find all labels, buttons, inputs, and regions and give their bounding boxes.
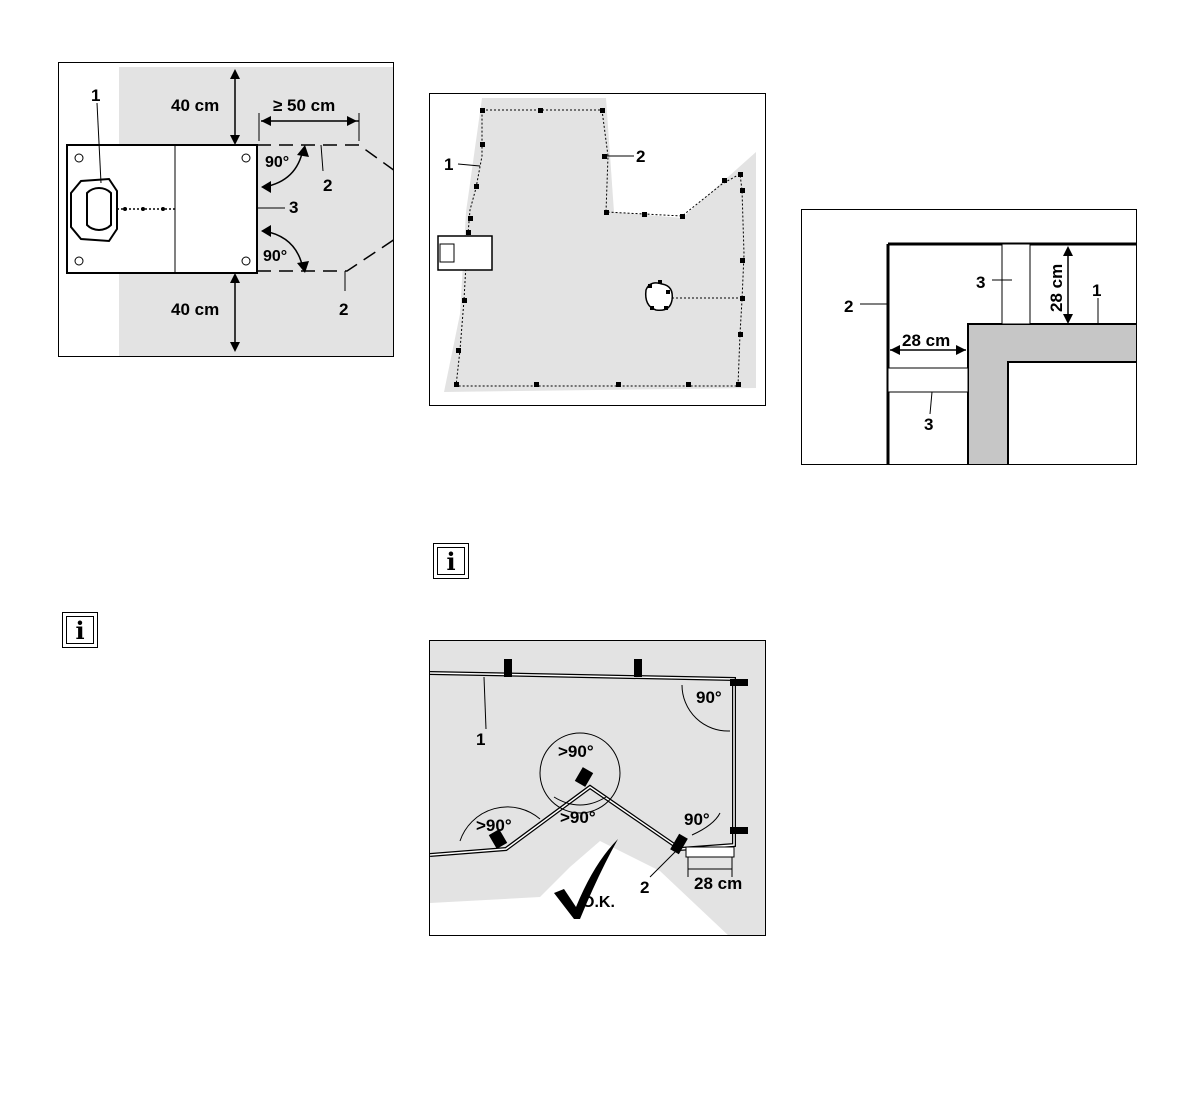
angle-lower: 90° xyxy=(263,248,287,265)
callout-2-upper: 2 xyxy=(323,176,332,195)
figure-wire-angles: 1 2 90° >90° >90° >90° 90° 28 cm O.K. xyxy=(429,640,766,936)
callout-1: 1 xyxy=(1092,281,1101,300)
ok-label: O.K. xyxy=(582,894,615,911)
callout-3: 3 xyxy=(289,198,298,217)
angle-lower-right: 90° xyxy=(684,810,710,829)
angle-mid-lower: >90° xyxy=(560,808,596,827)
measuring-template-upper xyxy=(1002,244,1030,324)
dimension-vertical: 28 cm xyxy=(1047,264,1066,312)
callout-3-lower: 3 xyxy=(924,415,933,434)
figure-corner-detail: 2 3 1 3 28 cm 28 cm xyxy=(801,209,1137,465)
info-glyph: i xyxy=(66,616,94,644)
callout-2: 2 xyxy=(640,878,649,897)
callout-2: 2 xyxy=(636,147,645,166)
measuring-template-lower xyxy=(888,368,968,392)
info-icon: i xyxy=(433,543,469,579)
callout-1: 1 xyxy=(476,730,485,749)
dimension-bottom: 40 cm xyxy=(171,300,219,319)
callout-1: 1 xyxy=(91,86,100,105)
info-glyph: i xyxy=(437,547,465,575)
callout-2: 2 xyxy=(844,297,853,316)
dimension-right: ≥ 50 cm xyxy=(273,96,335,115)
callout-2-lower: 2 xyxy=(339,300,348,319)
callout-3-upper: 3 xyxy=(976,273,985,292)
dimension: 28 cm xyxy=(694,874,742,893)
angle-top-right: 90° xyxy=(696,688,722,707)
callout-1: 1 xyxy=(444,155,453,174)
dimension-horizontal: 28 cm xyxy=(902,331,950,350)
paved-path xyxy=(968,324,1137,465)
dimension-top: 40 cm xyxy=(171,96,219,115)
measuring-template xyxy=(686,847,734,857)
figure-docking-station-clearance: 1 40 cm ≥ 50 cm 90° 2 3 90° 40 cm 2 xyxy=(58,62,394,357)
angle-upper: 90° xyxy=(265,154,289,171)
angle-mid: >90° xyxy=(558,742,594,761)
info-icon: i xyxy=(62,612,98,648)
angle-left: >90° xyxy=(476,816,512,835)
figure-lawn-plan: 1 2 xyxy=(429,93,766,406)
